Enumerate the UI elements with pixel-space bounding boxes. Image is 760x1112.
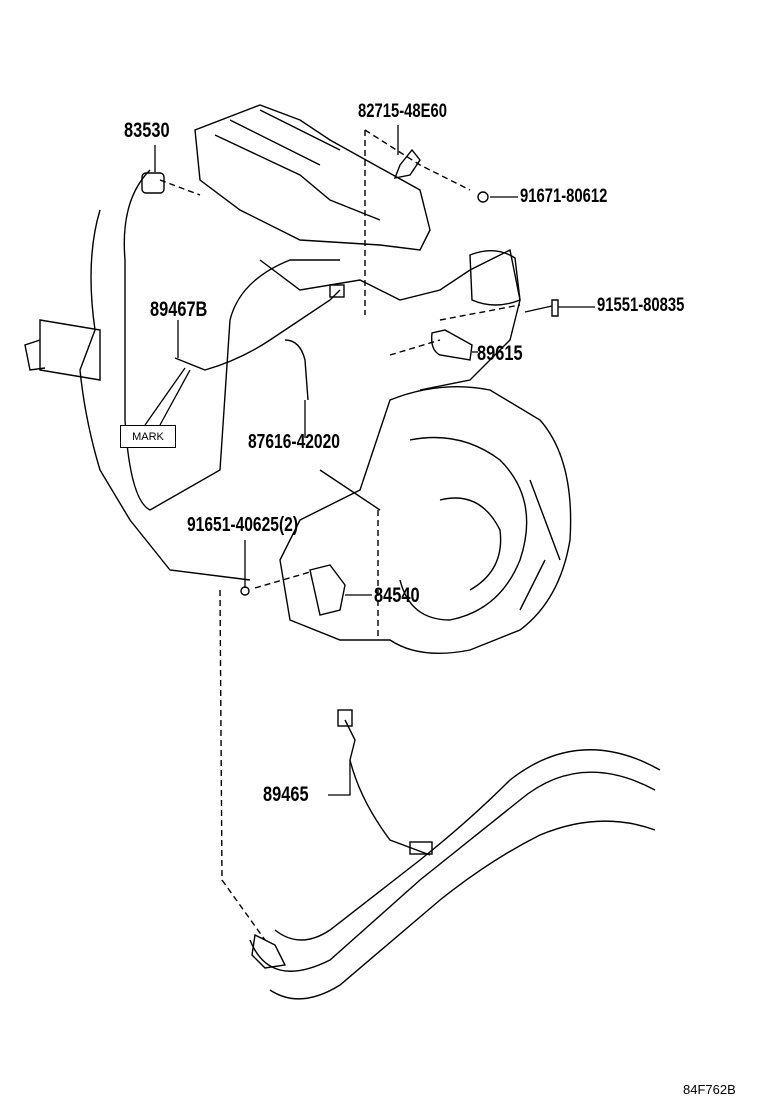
callout-91671-80612[interactable]: 91671-80612: [520, 186, 608, 207]
callout-91551-80835[interactable]: 91551-80835: [597, 295, 685, 316]
part-89465-oxygen-sensor: [344, 719, 431, 856]
part-91671-bolt: [477, 191, 489, 203]
engine-head: [194, 104, 431, 251]
callout-89467b[interactable]: 89467B: [150, 298, 208, 321]
callout-87616-42020[interactable]: 87616-42020: [248, 431, 340, 453]
diagram-code: 84F762B: [683, 1082, 736, 1097]
callout-83530[interactable]: 83530: [124, 119, 170, 142]
part-89467b-oxygen-sensor: [174, 289, 341, 371]
callout-89615[interactable]: 89615: [477, 342, 523, 365]
callout-82715-48e60[interactable]: 82715-48E60: [358, 101, 448, 122]
exhaust-pipe: [249, 749, 661, 1000]
mark-box: MARK: [120, 425, 176, 448]
callout-89465[interactable]: 89465: [263, 783, 309, 806]
part-83530-sensor: [141, 172, 165, 194]
part-87616-wire: [284, 339, 309, 401]
callout-91651-40625[interactable]: 91651-40625(2): [187, 514, 299, 536]
engine-block-left: [79, 209, 251, 581]
part-82715-bracket: [393, 148, 421, 179]
part-84540-sensor: [309, 564, 346, 616]
part-91551-bolt: [524, 299, 559, 317]
part-89615-knock-sensor: [430, 329, 473, 361]
throttle-body: [469, 250, 521, 306]
callout-84540[interactable]: 84540: [374, 584, 420, 607]
transmission: [279, 385, 572, 654]
